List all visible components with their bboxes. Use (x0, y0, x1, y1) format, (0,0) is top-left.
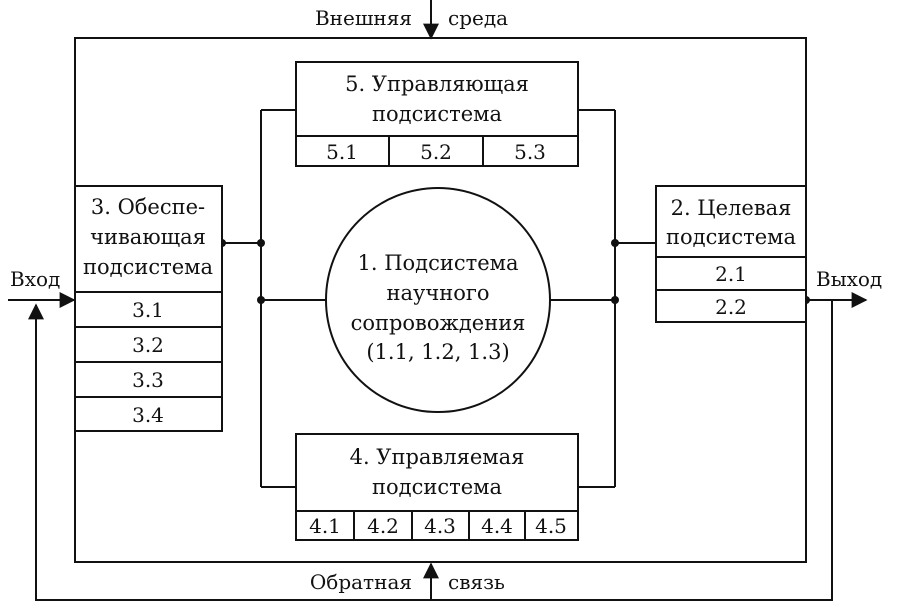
input-label: Вход (10, 267, 60, 291)
science-title-line-4: (1.1, 1.2, 1.3) (366, 340, 509, 364)
control-cell-5-2: 5.2 (420, 140, 452, 164)
support-title-line-3: подсистема (83, 255, 213, 279)
environment-label-left: Внешняя (315, 6, 412, 30)
managed-cell-4-1: 4.1 (309, 514, 341, 538)
support-subsystem: 3. Обеспе- чивающая подсистема 3.1 3.2 3… (74, 185, 223, 432)
internal-connectors (218, 109, 656, 488)
control-title-line-2: подсистема (372, 102, 502, 126)
support-title-line-1: 3. Обеспе- (91, 195, 205, 219)
science-title-line-3: сопровождения (351, 311, 526, 335)
environment-label-right: среда (448, 6, 508, 30)
managed-title-line-2: подсистема (372, 475, 502, 499)
science-title-line-2: научного (386, 281, 489, 305)
feedback-label-left: Обратная (310, 570, 412, 594)
support-row-3-1: 3.1 (132, 298, 164, 322)
control-cell-5-3: 5.3 (514, 140, 546, 164)
managed-cell-4-5: 4.5 (535, 514, 567, 538)
support-row-3-4: 3.4 (132, 403, 164, 427)
science-title-line-1: 1. Подсистема (357, 251, 518, 275)
target-row-2-2: 2.2 (715, 295, 747, 319)
science-subsystem: 1. Подсистема научного сопровождения (1.… (325, 187, 551, 413)
control-cell-5-1: 5.1 (326, 140, 358, 164)
managed-cell-4-4: 4.4 (481, 514, 513, 538)
control-subsystem: 5. Управляющая подсистема 5.1 5.2 5.3 (295, 61, 579, 167)
support-row-3-3: 3.3 (132, 368, 164, 392)
support-title-line-2: чивающая (90, 225, 206, 249)
control-title-line-1: 5. Управляющая (345, 72, 529, 96)
support-row-3-2: 3.2 (132, 333, 164, 357)
target-row-2-1: 2.1 (715, 262, 747, 286)
managed-cell-4-2: 4.2 (367, 514, 399, 538)
target-title-line-1: 2. Целевая (671, 196, 792, 220)
target-title-line-2: подсистема (666, 225, 796, 249)
output-label: Выход (816, 267, 882, 291)
managed-subsystem: 4. Управляемая подсистема 4.1 4.2 4.3 4.… (295, 433, 579, 541)
feedback-label-right: связь (448, 570, 505, 594)
managed-cell-4-3: 4.3 (424, 514, 456, 538)
target-subsystem: 2. Целевая подсистема 2.1 2.2 (655, 185, 807, 323)
managed-title-line-1: 4. Управляемая (350, 445, 525, 469)
